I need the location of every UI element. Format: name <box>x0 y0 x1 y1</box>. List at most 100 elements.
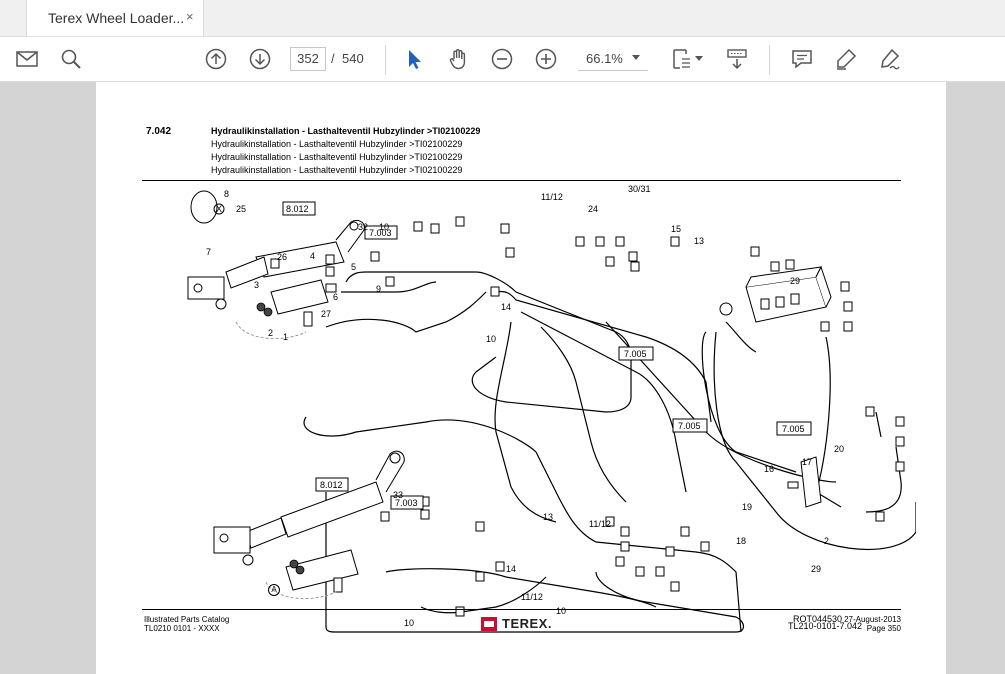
part-label: 32 <box>358 222 368 232</box>
pipe <box>701 331 797 473</box>
part-label: 29 <box>790 276 800 286</box>
part-label: 10 <box>556 606 566 616</box>
select-cursor-icon[interactable] <box>401 46 427 72</box>
footer-page: Page 350 <box>866 624 901 633</box>
part-label: 30/31 <box>628 184 651 194</box>
ref-box-label: 7.003 <box>395 498 418 508</box>
tab-title: Terex Wheel Loader... <box>48 10 185 26</box>
ref-box-label: 7.005 <box>624 349 647 359</box>
pipe <box>725 321 757 353</box>
ref-box-label: 7.003 <box>369 228 392 238</box>
zoom-level-select[interactable]: 66.1% <box>578 47 648 71</box>
part-label: 13 <box>694 236 704 246</box>
fit-page-icon[interactable] <box>668 46 694 72</box>
part-label: 26 <box>277 252 287 262</box>
part-label: 7 <box>206 247 211 257</box>
tab-close-icon[interactable]: × <box>186 9 194 24</box>
comment-icon[interactable] <box>789 46 815 72</box>
part-label: 4 <box>310 251 315 261</box>
clamp-ring <box>190 190 218 224</box>
toolbar-divider <box>385 45 386 75</box>
part-label: 2 <box>824 536 829 546</box>
part-label: 11/12 <box>521 592 543 602</box>
mail-icon[interactable] <box>14 46 40 72</box>
part-label: 11/12 <box>541 192 563 202</box>
upper-valve-block <box>235 279 337 340</box>
part-label: 33 <box>393 490 403 500</box>
upper-cylinder <box>187 219 365 300</box>
pipe <box>495 290 712 423</box>
pipe <box>303 416 742 633</box>
part-label: 16 <box>764 464 774 474</box>
pipe <box>385 568 657 608</box>
lower-cylinder <box>213 450 405 554</box>
part-label: 19 <box>742 502 752 512</box>
title-line: Hydraulikinstallation - Lasthalteventil … <box>211 165 463 175</box>
part-label: 2 <box>268 328 273 338</box>
part-label: 9 <box>376 284 381 294</box>
part-label: 1 <box>283 332 288 342</box>
toolbar-divider <box>769 45 770 75</box>
ref-box <box>315 477 349 492</box>
page-down-icon[interactable] <box>247 46 273 72</box>
section-number: 7.042 <box>146 126 172 137</box>
terex-logo: TEREX. <box>481 616 552 631</box>
ref-box <box>282 201 316 216</box>
page-separator: / <box>331 51 335 66</box>
footer-rule <box>142 609 901 610</box>
x-marker-label: X <box>216 204 222 214</box>
pipe <box>345 271 632 413</box>
chevron-down-icon[interactable] <box>632 55 640 60</box>
part-label: 10 <box>486 334 496 344</box>
search-icon[interactable] <box>58 46 84 72</box>
header-rule <box>142 180 901 181</box>
ref-box-label: 7.005 <box>782 424 805 434</box>
footer-catalog: Illustrated Parts Catalog <box>144 615 230 624</box>
x-marker <box>242 554 254 566</box>
part-label: 27 <box>321 309 331 319</box>
part-label: 5 <box>351 262 356 272</box>
document-page: 7.042 Hydraulikinstallation - Lasthaltev… <box>96 82 946 674</box>
ref-box <box>618 346 654 361</box>
chevron-down-icon[interactable] <box>695 56 703 61</box>
circle-mark: A <box>268 584 280 596</box>
pipe <box>865 446 902 513</box>
ref-box-label: 7.005 <box>678 421 701 431</box>
part-label: 14 <box>506 564 516 574</box>
x-marker <box>215 298 227 310</box>
terex-logo-text: TEREX. <box>502 616 552 631</box>
tab-bar: Terex Wheel Loader... × <box>0 0 1005 36</box>
highlight-icon[interactable] <box>833 46 859 72</box>
toolbar: 352 / 540 66.1% <box>0 36 1005 82</box>
pipe <box>713 331 916 550</box>
part-label: 17 <box>802 457 812 467</box>
footer-date: 27-August-2013 <box>844 615 901 624</box>
zoom-out-icon[interactable] <box>489 46 515 72</box>
part-label: 20 <box>834 444 844 454</box>
page-number-input[interactable]: 352 <box>290 47 326 71</box>
footer-model: TL0210 0101 - XXXX <box>144 624 220 633</box>
x-marker <box>213 203 225 215</box>
part-label: 13 <box>543 512 553 522</box>
pipe <box>325 492 745 633</box>
part-label: 29 <box>811 564 821 574</box>
part-label: 3 <box>254 280 259 290</box>
hand-icon[interactable] <box>445 46 471 72</box>
zoom-in-icon[interactable] <box>533 46 559 72</box>
part-label: 25 <box>236 204 246 214</box>
hydraulic-diagram: X <box>187 184 916 633</box>
part-label: 10 <box>379 222 389 232</box>
part-label: 18 <box>736 536 746 546</box>
pipe <box>540 326 627 503</box>
sign-icon[interactable] <box>877 46 903 72</box>
scroll-mode-icon[interactable] <box>724 46 750 72</box>
title-line: Hydraulikinstallation - Lasthalteventil … <box>211 139 463 149</box>
pipe <box>520 311 687 493</box>
page-up-icon[interactable] <box>203 46 229 72</box>
part-label: 14 <box>501 302 511 312</box>
ref-box <box>672 418 708 433</box>
document-tab[interactable]: Terex Wheel Loader... × <box>26 0 204 36</box>
ref-box <box>390 495 424 510</box>
fittings <box>270 216 905 617</box>
drawing-id: ROT044530 <box>793 614 842 624</box>
